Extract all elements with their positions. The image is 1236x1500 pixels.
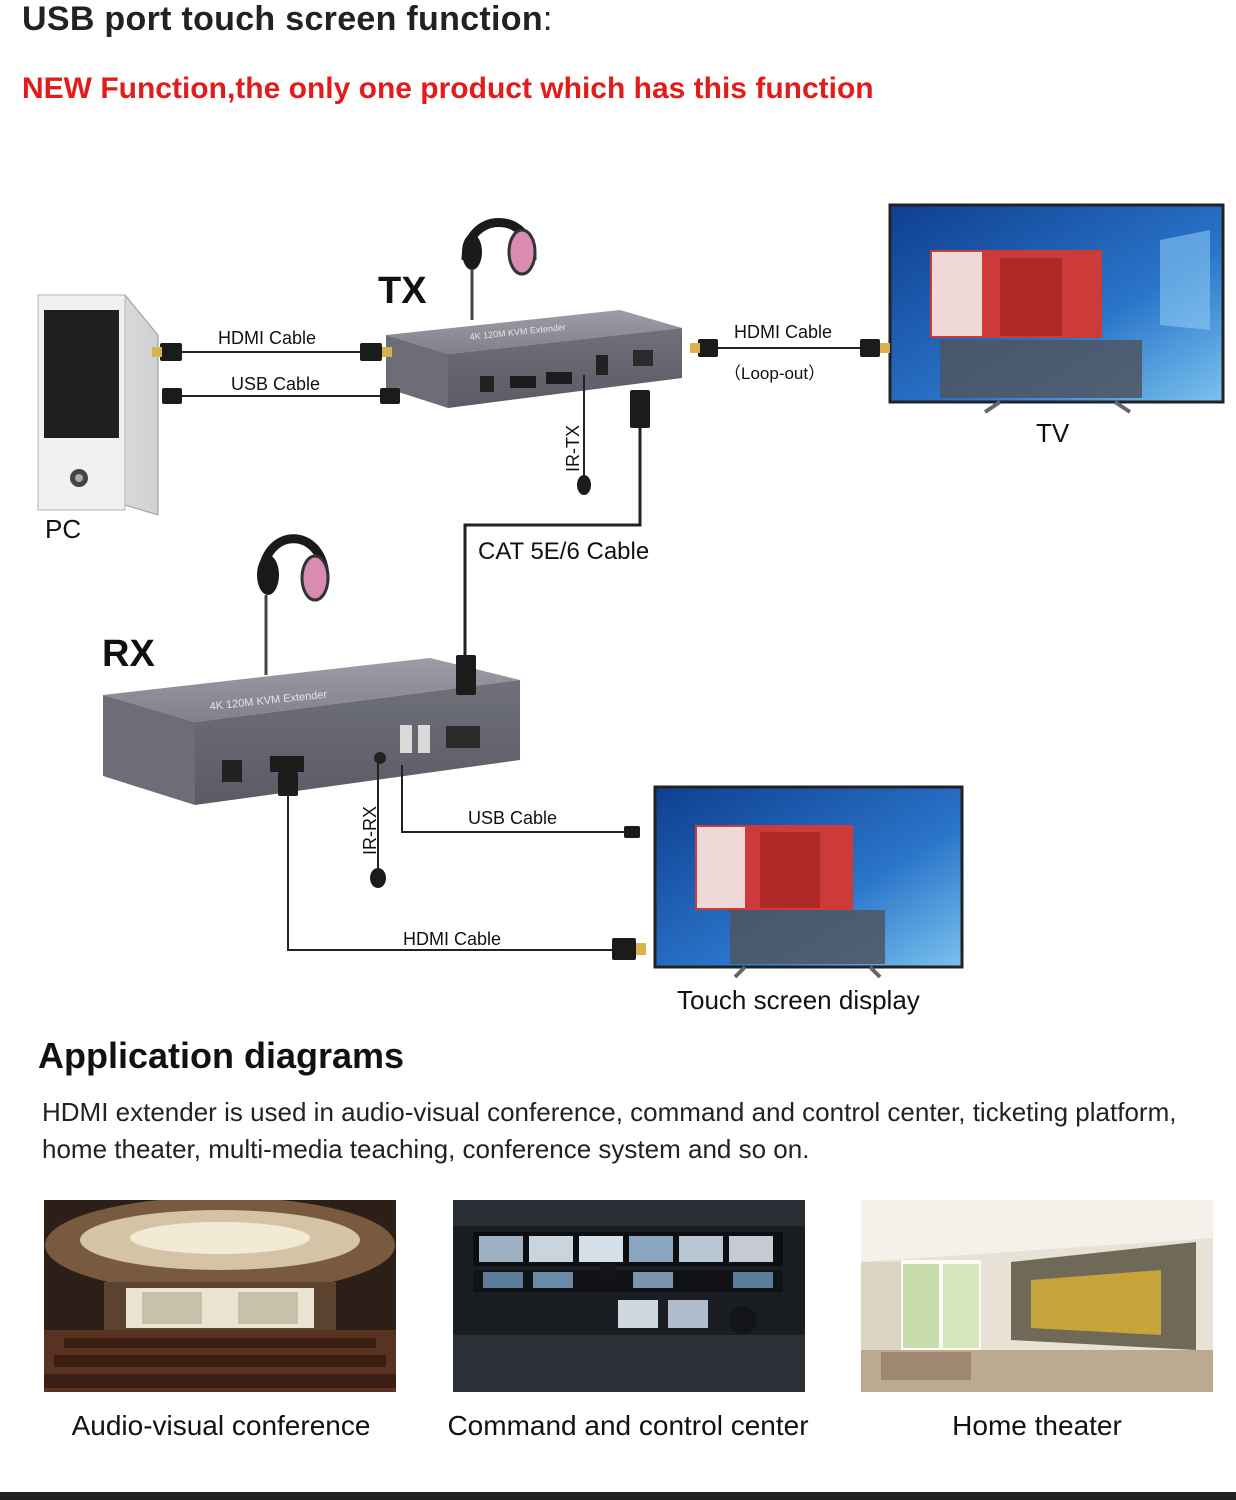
application-description: HDMI extender is used in audio-visual co…	[42, 1097, 1177, 1164]
caption-home-theater: Home theater	[952, 1410, 1122, 1441]
headphones-rx-icon	[257, 534, 330, 675]
loop-out-label: （Loop-out）	[724, 364, 826, 383]
usb-cable-rx-label: USB Cable	[468, 808, 558, 828]
tx-device-icon	[386, 310, 682, 408]
cat-cable-label: CAT 5E/6 Cable	[478, 538, 650, 565]
application-heading: Application diagrams	[38, 1035, 405, 1076]
hdmi-cable-rx-label: HDMI Cable	[403, 929, 502, 949]
usb-cable-pc-label: USB Cable	[231, 374, 321, 394]
hdmi-cable-pc-label: HDMI Cable	[218, 328, 317, 348]
connector-plugs	[152, 339, 890, 960]
page-title-colon: :	[542, 0, 553, 38]
connection-diagram: 4K 120M KVM Extender 4K 120M KVM Extende…	[37, 203, 1225, 979]
tv-label: TV	[1036, 418, 1070, 448]
ir-tx-label: IR-TX	[563, 425, 583, 472]
page-title-text: USB port touch screen function	[22, 0, 543, 38]
caption-audio-visual-conference: Audio-visual conference	[71, 1410, 371, 1441]
touch-screen-display-icon	[653, 785, 964, 979]
cables	[178, 347, 862, 951]
tv-icon	[888, 203, 1225, 414]
rx-device-icon	[103, 658, 520, 805]
command-control-center-image	[453, 1200, 805, 1392]
page-title: USB port touch screen function:	[22, 0, 553, 39]
pc-label: PC	[45, 514, 82, 544]
rx-label: RX	[102, 633, 155, 675]
caption-command-control-center: Command and control center	[447, 1410, 809, 1441]
ir-rx-label: IR-RX	[360, 806, 380, 855]
touch-screen-label: Touch screen display	[677, 985, 920, 1015]
home-theater-image	[861, 1200, 1213, 1392]
page-subtitle: NEW Function,the only one product which …	[22, 72, 874, 105]
pc-tower-icon	[37, 294, 159, 516]
bottom-divider	[0, 1492, 1236, 1500]
tx-label: TX	[378, 270, 427, 312]
audio-visual-conference-image	[44, 1200, 396, 1392]
headphones-tx-icon	[461, 218, 537, 320]
hdmi-cable-tv-label: HDMI Cable	[734, 322, 833, 342]
